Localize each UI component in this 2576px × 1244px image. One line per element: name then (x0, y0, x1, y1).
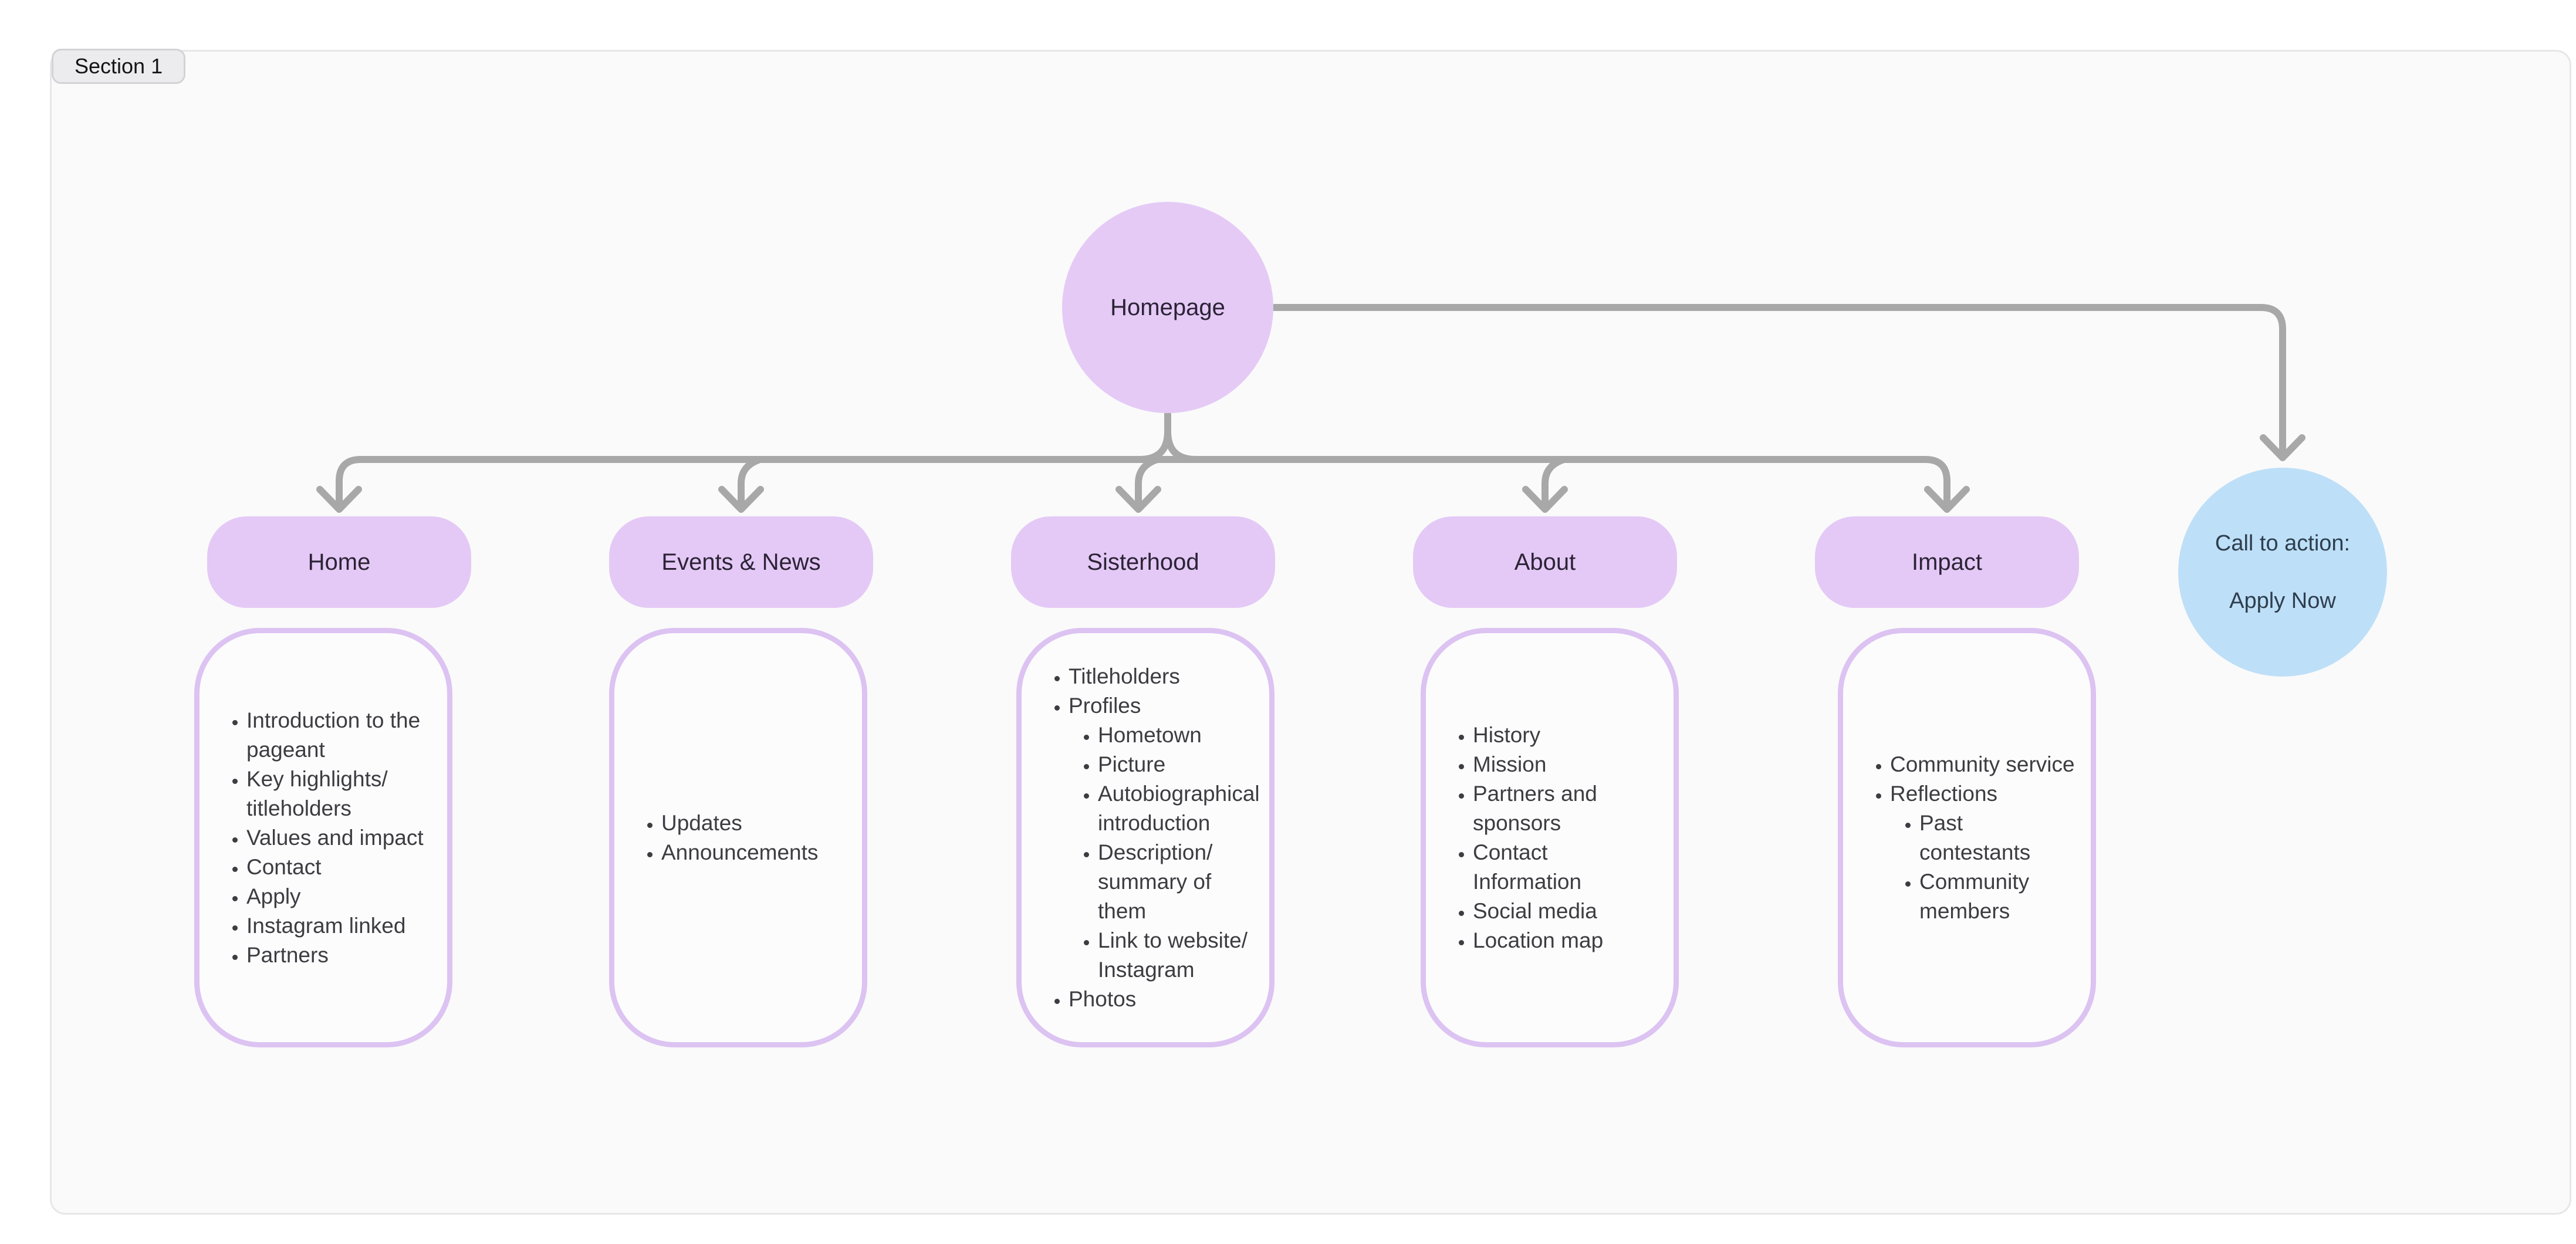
list-item: Titleholders (1069, 662, 1257, 691)
list-item: Key highlights/ titleholders (246, 765, 435, 823)
list-item: Apply (246, 882, 435, 911)
list-item: Contact (246, 853, 435, 882)
section-frame (50, 50, 2571, 1215)
connector-junction-left (1136, 428, 1171, 463)
bullet-list-impact: Community serviceReflectionsPast contest… (1843, 732, 2091, 944)
list-item: Partners (246, 941, 435, 970)
arrowhead-events-icon (718, 486, 764, 513)
list-item: History (1473, 721, 1662, 750)
bullet-list-sisterhood: TitleholdersProfilesHometownPictureAutob… (1022, 644, 1269, 1032)
list-item: Social media (1473, 897, 1662, 926)
connector-drop-events (738, 456, 763, 511)
connector-bus (336, 456, 1950, 511)
section-label[interactable]: Section 1 (52, 49, 186, 84)
list-item: Link to website/ Instagram (1098, 926, 1257, 985)
node-about[interactable]: About (1413, 516, 1677, 608)
list-item: Past contestants (1919, 809, 2079, 867)
bullet-list: UpdatesAnnouncements (631, 809, 850, 867)
list-item: Hometown (1098, 721, 1257, 750)
bullet-list-home: Introduction to the pageantKey highlight… (200, 688, 447, 988)
card-home[interactable]: Introduction to the pageantKey highlight… (194, 628, 452, 1047)
list-item: Community members (1919, 867, 2079, 926)
list-item: Announcements (661, 838, 850, 867)
arrowhead-sisterhood-icon (1115, 486, 1161, 513)
card-about[interactable]: HistoryMissionPartners and sponsorsConta… (1421, 628, 1679, 1047)
list-item: Description/ summary of them (1098, 838, 1257, 926)
arrowhead-about-icon (1522, 486, 1568, 513)
bullet-list: Past contestantsCommunity members (1890, 809, 2079, 926)
bullet-list: Introduction to the pageantKey highlight… (216, 706, 435, 970)
node-events-news[interactable]: Events & News (609, 516, 873, 608)
list-item: Mission (1473, 750, 1662, 779)
list-item: ProfilesHometownPictureAutobiographical … (1069, 691, 1260, 985)
arrowhead-impact-icon (1924, 486, 1970, 513)
bullet-list: HistoryMissionPartners and sponsorsConta… (1442, 721, 1662, 955)
list-item: Partners and sponsors (1473, 779, 1662, 838)
card-impact[interactable]: Community serviceReflectionsPast contest… (1838, 628, 2096, 1047)
list-item: ReflectionsPast contestantsCommunity mem… (1890, 779, 2079, 926)
bullet-list-events-news: UpdatesAnnouncements (614, 791, 862, 885)
list-item: Community service (1890, 750, 2079, 779)
list-item: Photos (1069, 985, 1257, 1014)
cta-line1: Call to action: (2215, 531, 2351, 556)
card-sisterhood[interactable]: TitleholdersProfilesHometownPictureAutob… (1016, 628, 1275, 1047)
node-homepage[interactable]: Homepage (1062, 202, 1273, 413)
connector-drop-about (1541, 456, 1567, 511)
bullet-list-about: HistoryMissionPartners and sponsorsConta… (1426, 703, 1674, 973)
list-item: Location map (1473, 926, 1662, 955)
list-item: Autobiographical introduction (1098, 779, 1260, 838)
connector-drop-sisterhood (1135, 456, 1161, 511)
card-events-news[interactable]: UpdatesAnnouncements (609, 628, 867, 1047)
list-item: Picture (1098, 750, 1257, 779)
list-item: Instagram linked (246, 911, 435, 941)
list-item: Contact Information (1473, 838, 1662, 897)
list-item: Values and impact (246, 823, 435, 853)
connector-homepage-to-cta (1271, 304, 2286, 459)
list-item: Updates (661, 809, 850, 838)
node-impact[interactable]: Impact (1815, 516, 2079, 608)
bullet-list: Community serviceReflectionsPast contest… (1860, 750, 2079, 926)
arrowhead-home-icon (316, 486, 362, 513)
node-call-to-action[interactable]: Call to action: Apply Now (2178, 468, 2387, 677)
cta-line2: Apply Now (2229, 589, 2336, 613)
connector-junction-right (1164, 428, 1199, 463)
bullet-list: TitleholdersProfilesHometownPictureAutob… (1038, 662, 1260, 1014)
node-home[interactable]: Home (207, 516, 471, 608)
list-item: Introduction to the pageant (246, 706, 435, 765)
bullet-list: HometownPictureAutobiographical introduc… (1069, 721, 1260, 985)
arrowhead-cta-icon (2260, 434, 2305, 461)
node-sisterhood[interactable]: Sisterhood (1011, 516, 1275, 608)
